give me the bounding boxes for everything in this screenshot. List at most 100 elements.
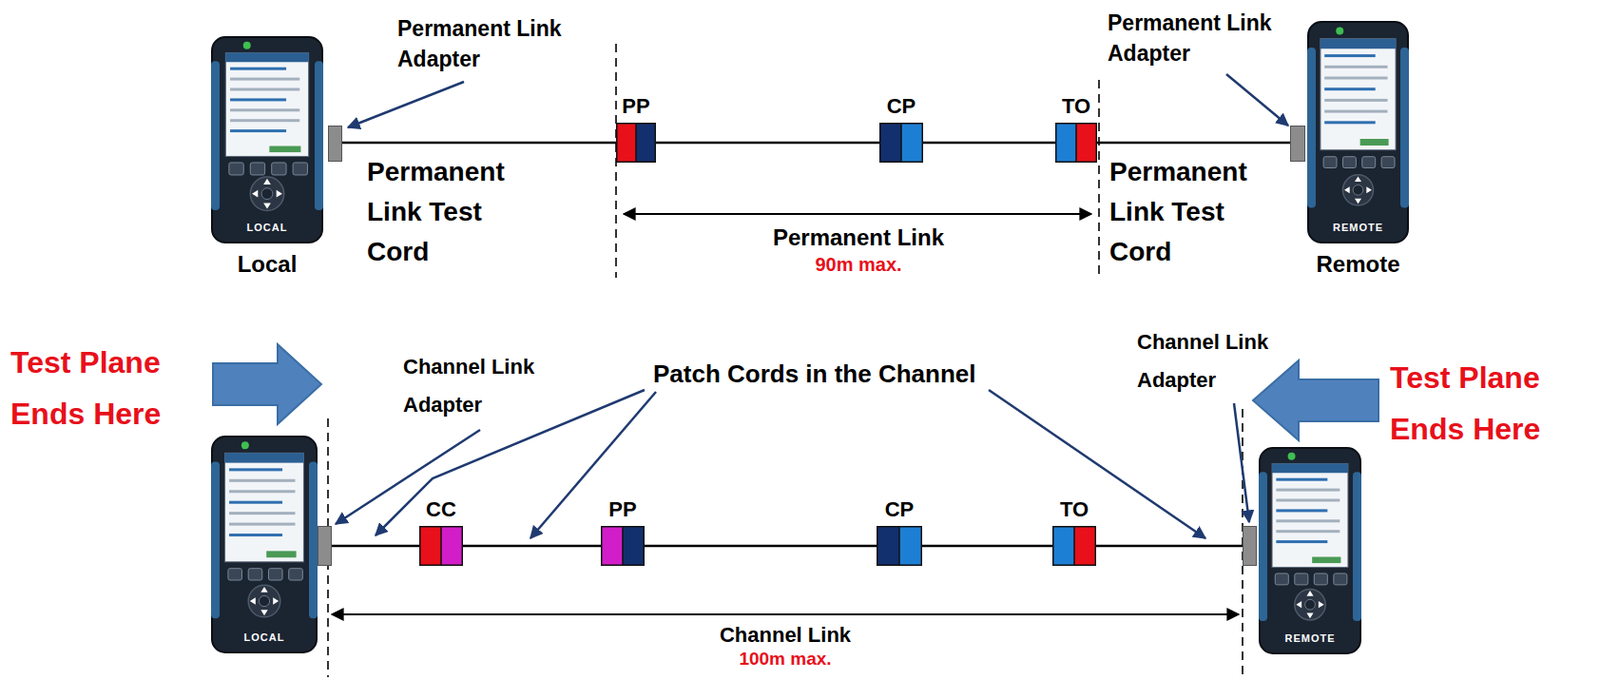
tester-key (248, 568, 263, 580)
connector-label: PP (621, 94, 650, 119)
screen-row (229, 511, 295, 515)
cables (331, 142, 1291, 546)
tester-bumper (1400, 47, 1409, 208)
nav-center (258, 595, 270, 606)
jack-half (441, 525, 463, 566)
device-label: REMOTE (1307, 220, 1409, 234)
jack-half (1055, 122, 1077, 163)
screen-row (229, 522, 295, 526)
screen-row (230, 108, 300, 112)
jack-outline (420, 526, 463, 566)
screen-row (229, 467, 283, 471)
connector-jack-drawing (879, 122, 924, 163)
dimension-value: 100m max. (738, 648, 831, 670)
connector-label: PP (608, 497, 637, 522)
test-adapter (1242, 525, 1257, 566)
jack-outline (877, 526, 923, 566)
tester-bumper (314, 60, 324, 211)
tester-logo (1335, 27, 1344, 36)
jack-divider (900, 122, 903, 163)
jack-half (622, 525, 645, 566)
connector-jack-drawing (600, 525, 645, 566)
leader-arrow (1226, 74, 1289, 126)
tester-key (292, 162, 308, 175)
screen-header (225, 452, 305, 463)
tester-bumper (1307, 47, 1316, 208)
tester-bumper (211, 461, 220, 618)
adapter-label: Permanent Link Adapter (397, 13, 579, 75)
screen-row (1275, 508, 1328, 512)
jack-divider (1073, 525, 1076, 566)
screen-row (229, 533, 283, 537)
tester-key (229, 162, 244, 175)
screen-row (230, 77, 300, 81)
nav-center (1305, 598, 1316, 610)
cable (1096, 544, 1243, 548)
tester-screen (225, 52, 309, 156)
jack-half (636, 122, 656, 163)
jack-half (901, 122, 924, 163)
jack-half (419, 525, 442, 566)
screen-row (230, 67, 287, 71)
screen-row (1324, 54, 1376, 58)
connector-jack-drawing (876, 525, 923, 566)
device-name: Local (211, 250, 324, 278)
screen-row (229, 479, 295, 482)
connector-jack: PP (600, 493, 645, 566)
nav-arrow (263, 178, 271, 185)
tester-key (1381, 156, 1395, 169)
leader-arrow (347, 81, 464, 128)
test-cord-label: Permanent Link Test Cord (366, 152, 515, 272)
screen-row (1324, 98, 1388, 102)
jack-half (1074, 525, 1097, 566)
leader-arrow (335, 429, 481, 524)
cable-tester-drawing (1307, 20, 1409, 244)
test-plane-line (1098, 79, 1100, 278)
jack-half (600, 525, 623, 566)
tester-nav-pad (1342, 174, 1373, 206)
screen-row (1324, 87, 1376, 91)
test-adapter (1290, 125, 1306, 162)
dimension-arrow (331, 613, 1239, 616)
cable-tester-drawing (211, 435, 318, 654)
tester-key (1323, 156, 1337, 169)
cable (342, 141, 617, 145)
screen-row (230, 129, 287, 133)
cable (923, 141, 1056, 145)
tester-key (268, 568, 283, 580)
tester-screen (225, 452, 305, 562)
leader-arrow (988, 389, 1206, 539)
tester-bumper (1352, 471, 1362, 621)
connector-jack: TO (1055, 90, 1098, 163)
test-cord-label: Permanent Link Test Cord (1109, 152, 1257, 272)
connector-label: TO (1061, 94, 1091, 119)
cable (922, 544, 1053, 548)
cable (462, 544, 601, 548)
jack-half (876, 525, 900, 566)
nav-arrow (260, 586, 268, 593)
jack-half (899, 525, 923, 566)
tester-key (250, 162, 265, 175)
tester-logo (1288, 452, 1296, 461)
tester-screen (1320, 38, 1396, 151)
tester-key (1294, 573, 1309, 585)
screen-row (230, 88, 300, 92)
tester-body (1308, 21, 1408, 243)
tester-key (1342, 156, 1356, 169)
tester-key (1274, 573, 1289, 585)
dimension-label: Channel Link (719, 622, 851, 648)
tester-key (289, 568, 304, 580)
screen-row (1275, 488, 1340, 492)
tester-nav-pad (1294, 588, 1326, 619)
screen-row (230, 97, 287, 101)
screen-row (1275, 519, 1340, 522)
jack-divider (621, 525, 624, 566)
leader-arrow (530, 391, 656, 539)
device-label: LOCAL (211, 220, 324, 234)
tester-key (228, 568, 243, 580)
tester-bumper (211, 60, 220, 211)
connector-label: CP (886, 94, 917, 119)
jack-outline (1053, 526, 1097, 566)
nav-center (261, 188, 273, 200)
nav-arrow (1354, 198, 1362, 205)
